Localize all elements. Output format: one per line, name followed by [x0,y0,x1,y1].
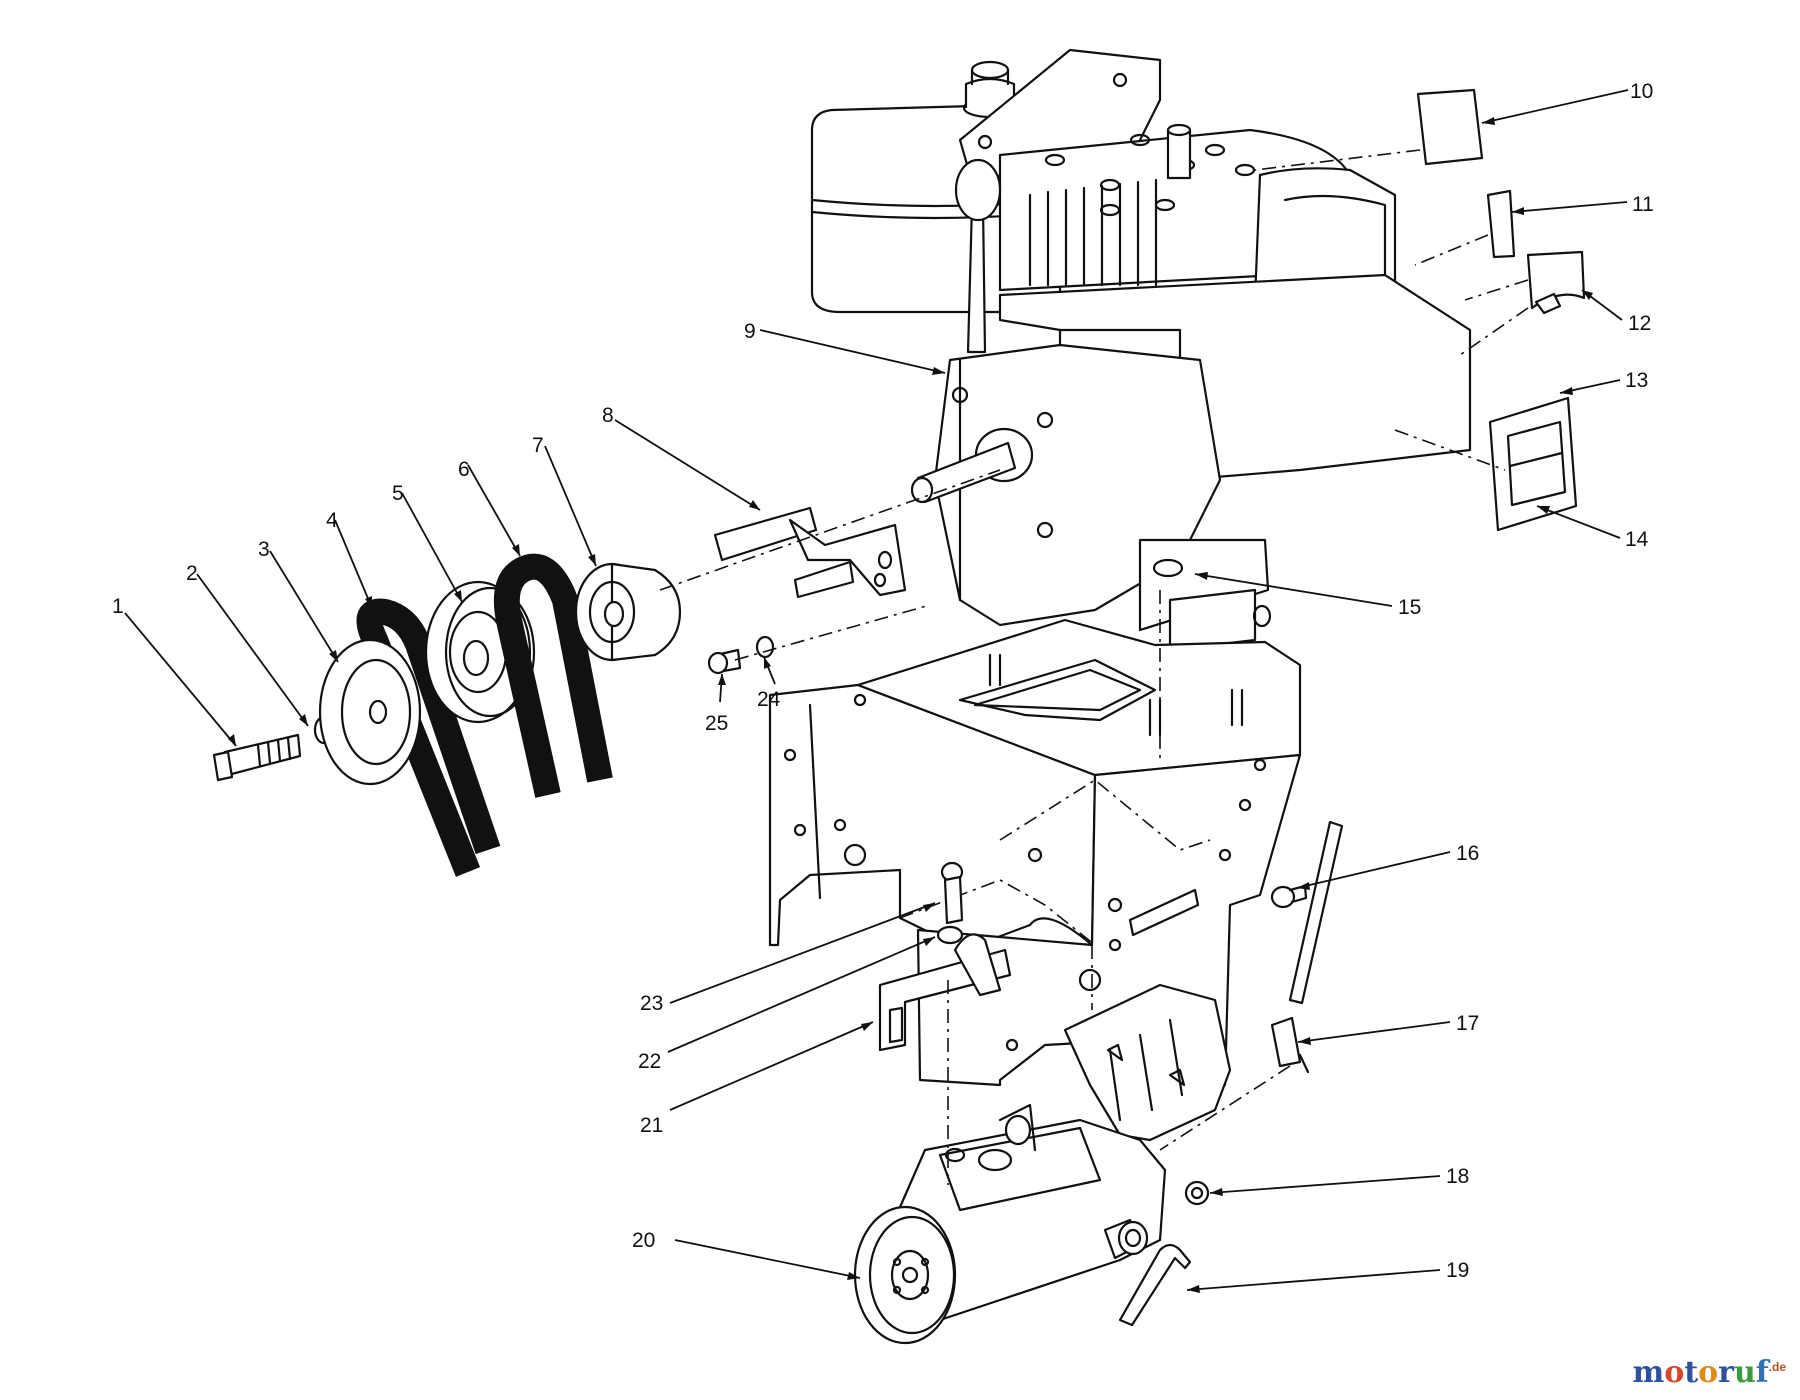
decal-11 [1486,189,1516,259]
rod-17 [1288,820,1344,1005]
callout-10: 10 [1630,80,1653,103]
callout-18: 18 [1446,1165,1469,1188]
callout-17: 17 [1456,1012,1479,1035]
callout-25: 25 [705,712,728,735]
alignment-lines [659,149,1529,1185]
callout-2: 2 [186,562,198,585]
screw-16 [1270,885,1296,909]
engine [810,48,1472,652]
decal-10 [1416,88,1484,166]
callout-9: 9 [744,320,756,343]
callout-leaders [124,89,1629,1293]
callout-24: 24 [757,688,781,711]
screw-13 [1534,292,1562,315]
watermark-logo: motoruf.de [1632,1355,1786,1390]
callout-12: 12 [1628,312,1651,335]
nut-18 [1184,1180,1210,1206]
callout-14: 14 [1625,528,1649,551]
bracket-21 [878,861,1012,1052]
callout-7: 7 [532,434,544,457]
callout-20: 20 [632,1229,655,1252]
callout-16: 16 [1456,842,1479,865]
callout-15: 15 [1398,596,1421,619]
callout-11: 11 [1632,193,1654,216]
callout-13: 13 [1625,369,1648,392]
heat-shield [1063,983,1232,1142]
callout-6: 6 [458,458,470,481]
callout-19: 19 [1446,1259,1469,1282]
belt-4 [356,598,501,877]
watermark-letter-r: r [1718,1355,1734,1390]
spring-19 [1118,1243,1192,1327]
callout-8: 8 [602,404,614,427]
callout-3: 3 [258,538,270,561]
watermark-letter-m: m [1632,1355,1665,1390]
callout-5: 5 [392,482,404,505]
pulley-stack [212,506,907,877]
watermark-letter-u: u [1733,1355,1756,1390]
gearbox-20 [853,1103,1167,1345]
decals [1416,88,1586,532]
small-parts-right [1118,820,1344,1327]
washer-24 [755,635,775,659]
callout-22: 22 [638,1050,661,1073]
watermark-letter-f: f [1755,1355,1769,1390]
watermark-letter-o: o [1664,1355,1685,1390]
belt-6 [493,553,613,798]
watermark-letter-o2: o [1698,1355,1719,1390]
watermark-letter-t: t [1684,1355,1699,1390]
callout-4: 4 [326,509,338,532]
frame [768,618,1302,1087]
washer-22 [936,925,964,945]
callout-21: 21 [640,1114,663,1137]
callout-23: 23 [640,992,663,1015]
watermark-suffix: .de [1768,1360,1786,1374]
decal-12 [1526,250,1586,310]
callout-1: 1 [112,595,124,618]
callout-numbers: 1 2 3 4 5 6 7 8 9 10 11 12 13 14 15 16 1… [112,80,1654,1282]
